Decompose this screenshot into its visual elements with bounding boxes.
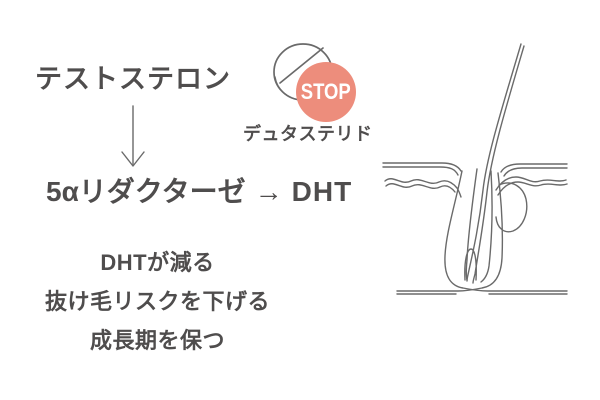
effects-list: DHTが減る 抜け毛リスクを下げる 成長期を保つ — [40, 243, 275, 360]
effect-line: 抜け毛リスクを下げる — [44, 289, 270, 314]
testosterone-label: テストステロン — [35, 64, 231, 94]
effect-line: 成長期を保つ — [89, 328, 225, 353]
drug-name-label: デュタステリド — [243, 124, 373, 144]
reductase-flow-row: 5αリダクターゼ → DHT — [46, 177, 352, 207]
dht-label: DHT — [291, 176, 353, 207]
effect-line: DHTが減る — [100, 250, 215, 275]
stop-label: STOP — [300, 79, 351, 104]
enzyme-label: 5αリダクターゼ — [46, 176, 246, 207]
stop-badge: STOP — [296, 62, 356, 122]
down-arrow-icon — [121, 105, 145, 167]
right-arrow-icon: → — [254, 176, 283, 207]
hair-follicle-illustration — [382, 43, 568, 295]
